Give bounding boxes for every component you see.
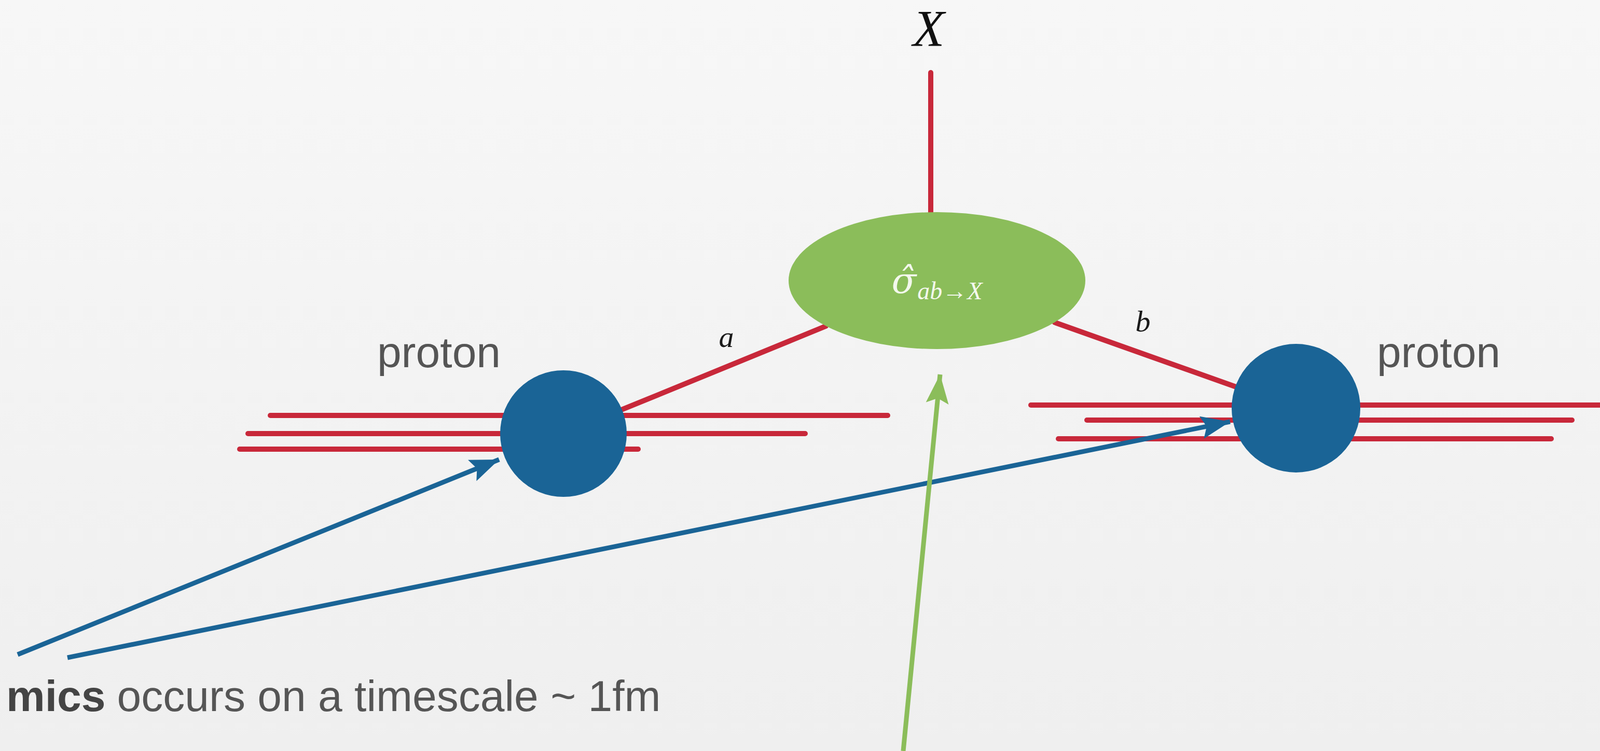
text-row: σ̂ab→X bbox=[788, 212, 1086, 350]
output-line bbox=[928, 72, 934, 218]
node-heading: proton bbox=[1376, 330, 1501, 375]
node-outline bbox=[788, 212, 1086, 350]
note-text: mics bbox=[6, 672, 106, 721]
node-outline bbox=[500, 370, 627, 498]
node-text: ab→X bbox=[917, 278, 983, 304]
note-text: occurs on a timescale ~ 1fm bbox=[116, 672, 661, 721]
node-shape bbox=[500, 370, 627, 498]
parton-label: a bbox=[719, 322, 735, 353]
proton-circle: proton bbox=[1231, 343, 1361, 473]
proton-circle: proton bbox=[500, 370, 627, 498]
pointer-arrow bbox=[903, 374, 941, 751]
pointer-arrow bbox=[17, 459, 500, 655]
node-shape bbox=[1231, 343, 1361, 473]
node-outline bbox=[1231, 343, 1361, 473]
cross-section-ellipse: σ̂ab→X bbox=[788, 212, 1086, 350]
output-label: X bbox=[912, 2, 945, 55]
node-text: σ̂ bbox=[891, 262, 917, 299]
parton-label: b bbox=[1135, 306, 1151, 337]
node-heading: proton bbox=[377, 330, 501, 375]
pointer-arrow bbox=[67, 421, 1231, 658]
